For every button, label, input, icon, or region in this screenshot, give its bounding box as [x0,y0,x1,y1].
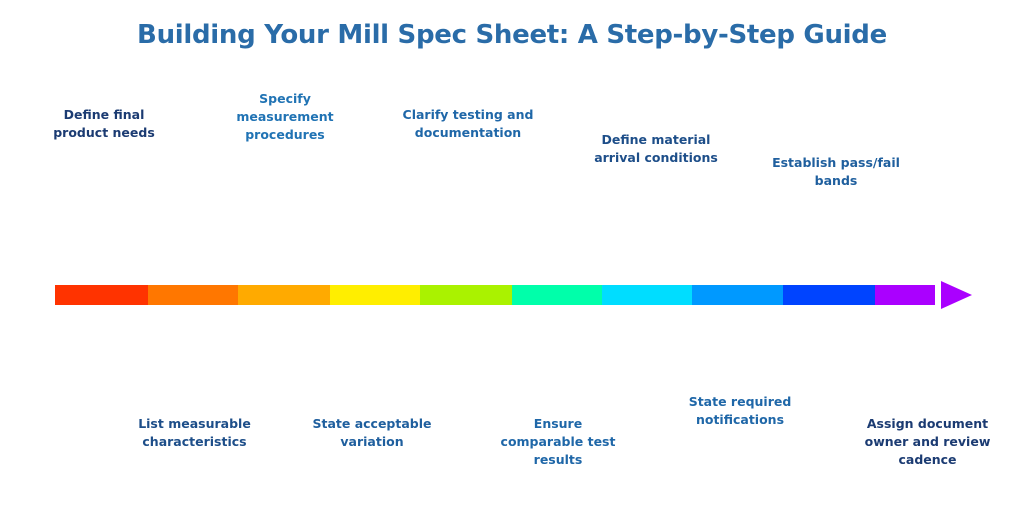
timeline-arrow [55,281,972,309]
arrow-head-icon [941,281,972,309]
arrow-segment-1 [55,285,148,305]
arrow-segment-7 [602,285,692,305]
arrow-segment-9 [783,285,875,305]
arrow-segment-8 [692,285,783,305]
arrow-segment-5 [420,285,512,305]
page-title: Building Your Mill Spec Sheet: A Step-by… [137,20,887,50]
arrow-segment-3 [238,285,330,305]
timeline-arrow-bar [55,285,945,305]
arrow-segment-2 [148,285,238,305]
arrow-segment-10 [875,285,935,305]
arrow-segment-6 [512,285,602,305]
arrow-segment-4 [330,285,420,305]
